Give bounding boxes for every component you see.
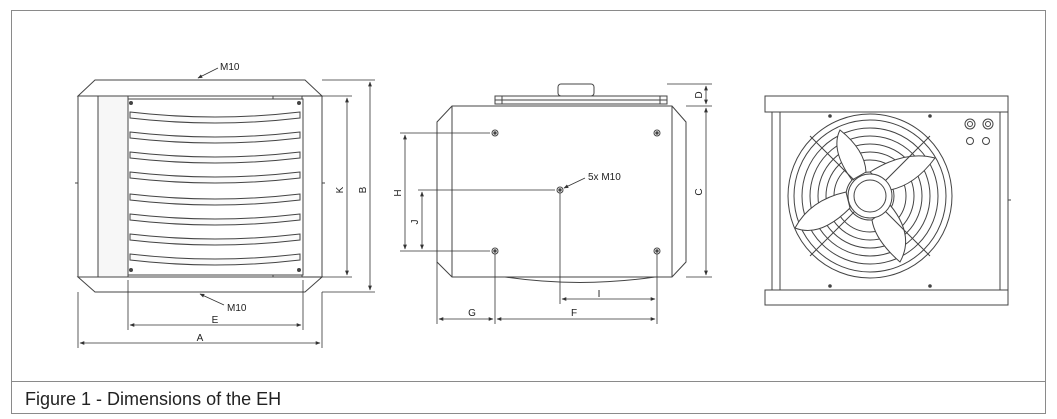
label-holes: 5x M10 [588, 172, 621, 183]
front-view [75, 79, 325, 293]
label-dim-h: H [393, 189, 404, 196]
label-dim-j: J [410, 220, 421, 225]
figure-caption: Figure 1 - Dimensions of the EH [25, 389, 282, 409]
label-dim-d: D [694, 91, 705, 98]
caption-bar: Figure 1 - Dimensions of the EH [11, 381, 1046, 414]
label-dim-a: A [197, 333, 204, 344]
label-dim-k: K [335, 186, 346, 193]
label-dim-b: B [358, 186, 369, 193]
label-dim-g: G [468, 308, 476, 319]
label-dim-e: E [212, 315, 219, 326]
label-dim-i: I [598, 289, 601, 300]
rear-view [764, 95, 1011, 306]
side-view [436, 83, 687, 283]
side-dimensions [400, 83, 712, 324]
label-m10-top: M10 [220, 62, 240, 73]
front-dimensions [77, 67, 375, 348]
label-dim-f: F [571, 308, 577, 319]
label-dim-c: C [694, 188, 705, 195]
label-m10-bottom: M10 [227, 303, 247, 314]
